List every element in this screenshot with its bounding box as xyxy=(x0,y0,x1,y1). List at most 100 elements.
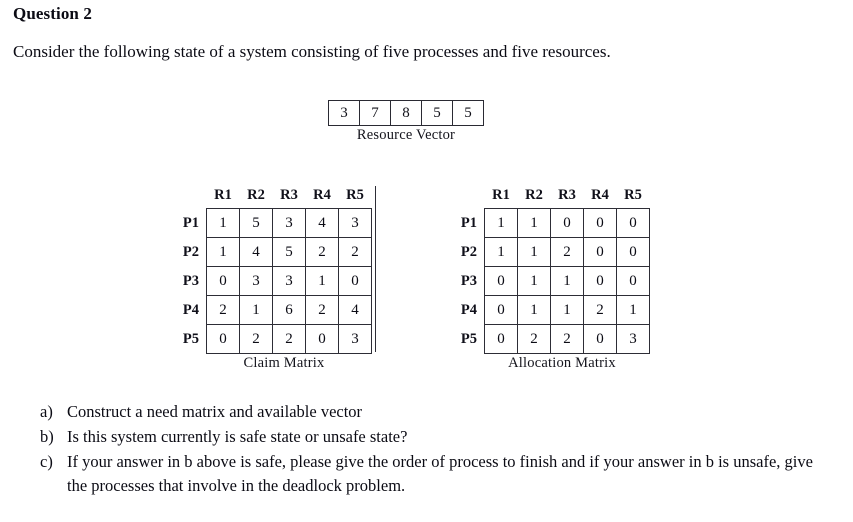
claim-cell: 0 xyxy=(206,324,240,354)
claim-cell: 3 xyxy=(272,266,306,296)
list-item: c) If your answer in b above is safe, pl… xyxy=(40,450,830,498)
column-header: R1 xyxy=(492,187,510,203)
corner-cell xyxy=(448,186,485,209)
allocation-cell: 0 xyxy=(616,208,650,238)
list-item-text: If your answer in b above is safe, pleas… xyxy=(67,452,813,495)
claim-matrix-caption: Claim Matrix xyxy=(243,355,325,371)
list-item-text: Is this system currently is safe state o… xyxy=(67,427,408,446)
table-row: P2 1 1 2 0 0 xyxy=(448,237,650,267)
table-row: P1 1 1 0 0 0 xyxy=(448,208,650,238)
list-item-marker: a) xyxy=(40,402,53,421)
allocation-cell: 1 xyxy=(517,295,551,325)
column-header: R3 xyxy=(280,187,298,203)
claim-cell: 2 xyxy=(206,295,240,325)
table-row: P3 0 3 3 1 0 xyxy=(170,266,372,296)
row-header: P5 xyxy=(182,330,199,347)
column-header: R2 xyxy=(247,187,265,203)
allocation-cell: 0 xyxy=(583,266,617,296)
column-header: R4 xyxy=(313,187,331,203)
resource-vector-cell: 3 xyxy=(328,100,360,126)
column-header: R5 xyxy=(346,187,364,203)
table-header-row: R1 R2 R3 R4 R5 xyxy=(448,186,650,209)
allocation-matrix-caption: Allocation Matrix xyxy=(508,355,616,371)
allocation-cell: 1 xyxy=(484,208,518,238)
claim-cell: 2 xyxy=(305,237,339,267)
row-header: P4 xyxy=(460,301,477,318)
page-title: Question 2 xyxy=(13,4,92,23)
claim-cell: 5 xyxy=(239,208,273,238)
allocation-cell: 1 xyxy=(484,237,518,267)
allocation-cell: 1 xyxy=(517,237,551,267)
allocation-cell: 1 xyxy=(517,208,551,238)
table-row: P3 0 1 1 0 0 xyxy=(448,266,650,296)
row-header: P4 xyxy=(182,301,199,318)
allocation-cell: 1 xyxy=(517,266,551,296)
table-row: P2 1 4 5 2 2 xyxy=(170,237,372,267)
resource-vector-table: 3 7 8 5 5 xyxy=(328,100,484,126)
column-header: R5 xyxy=(624,187,642,203)
list-item-marker: c) xyxy=(40,452,53,471)
row-header: P1 xyxy=(460,214,477,231)
allocation-cell: 1 xyxy=(616,295,650,325)
allocation-matrix-table: R1 R2 R3 R4 R5 P1 1 1 0 0 0 P2 1 1 2 0 xyxy=(448,186,650,354)
corner-cell xyxy=(170,186,207,209)
claim-cell: 1 xyxy=(305,266,339,296)
intro-paragraph: Consider the following state of a system… xyxy=(13,42,611,61)
allocation-cell: 0 xyxy=(484,324,518,354)
claim-cell: 0 xyxy=(206,266,240,296)
allocation-cell: 0 xyxy=(484,295,518,325)
list-item-marker: b) xyxy=(40,427,54,446)
allocation-cell: 0 xyxy=(583,208,617,238)
allocation-cell: 1 xyxy=(550,295,584,325)
row-header: P5 xyxy=(460,330,477,347)
claim-cell: 1 xyxy=(206,237,240,267)
allocation-cell: 0 xyxy=(583,324,617,354)
resource-vector-cell: 8 xyxy=(390,100,422,126)
allocation-cell: 2 xyxy=(583,295,617,325)
claim-cell: 5 xyxy=(272,237,306,267)
resource-vector-cell: 5 xyxy=(452,100,484,126)
column-header: R2 xyxy=(525,187,543,203)
table-row: P4 2 1 6 2 4 xyxy=(170,295,372,325)
table-row: 3 7 8 5 5 xyxy=(328,100,484,126)
column-header: R4 xyxy=(591,187,609,203)
claim-cell: 4 xyxy=(338,295,372,325)
claim-cell: 3 xyxy=(338,324,372,354)
list-item: a) Construct a need matrix and available… xyxy=(40,400,830,424)
row-header: P3 xyxy=(460,272,477,289)
allocation-cell: 2 xyxy=(550,237,584,267)
claim-cell: 3 xyxy=(338,208,372,238)
claim-cell: 2 xyxy=(272,324,306,354)
allocation-cell: 2 xyxy=(550,324,584,354)
table-row: P1 1 5 3 4 3 xyxy=(170,208,372,238)
question-list: a) Construct a need matrix and available… xyxy=(40,400,830,499)
claim-cell: 0 xyxy=(305,324,339,354)
table-row: P5 0 2 2 0 3 xyxy=(448,324,650,354)
allocation-cell: 0 xyxy=(550,208,584,238)
claim-cell: 6 xyxy=(272,295,306,325)
list-item-text: Construct a need matrix and available ve… xyxy=(67,402,363,421)
table-row: P4 0 1 1 2 1 xyxy=(448,295,650,325)
allocation-cell: 0 xyxy=(616,237,650,267)
row-header: P1 xyxy=(182,214,199,231)
allocation-cell: 0 xyxy=(583,237,617,267)
claim-cell: 2 xyxy=(338,237,372,267)
claim-cell: 3 xyxy=(272,208,306,238)
allocation-cell: 0 xyxy=(616,266,650,296)
resource-vector-block: 3 7 8 5 5 Resource Vector xyxy=(328,100,484,144)
resource-vector-cell: 7 xyxy=(359,100,391,126)
row-header: P2 xyxy=(460,243,477,260)
claim-cell: 1 xyxy=(239,295,273,325)
claim-cell: 3 xyxy=(239,266,273,296)
table-header-row: R1 R2 R3 R4 R5 xyxy=(170,186,372,209)
claim-cell: 2 xyxy=(305,295,339,325)
resource-vector-cell: 5 xyxy=(421,100,453,126)
claim-matrix-table: R1 R2 R3 R4 R5 P1 1 5 3 4 3 P2 1 4 5 2 xyxy=(170,186,372,354)
claim-cell: 4 xyxy=(305,208,339,238)
allocation-cell: 3 xyxy=(616,324,650,354)
row-header: P3 xyxy=(182,272,199,289)
row-header: P2 xyxy=(182,243,199,260)
column-header: R1 xyxy=(214,187,232,203)
allocation-cell: 2 xyxy=(517,324,551,354)
resource-vector-caption: Resource Vector xyxy=(356,127,456,143)
